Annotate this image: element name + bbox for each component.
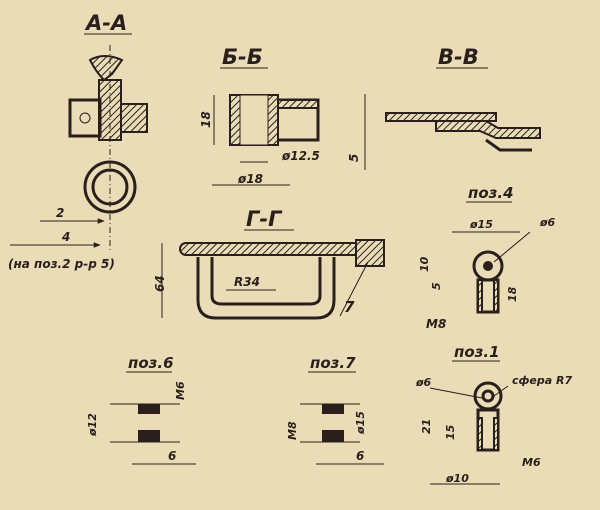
bb-bore bbox=[239, 94, 269, 146]
p1-dim-d6: ø6 bbox=[415, 376, 432, 389]
section-g-g: Г-Г 64 R34 7 bbox=[153, 207, 385, 320]
p7-cut-bottom bbox=[322, 430, 344, 442]
p7-dim-6: 6 bbox=[356, 449, 364, 463]
bolt-hole bbox=[79, 112, 91, 124]
dim-r34: R34 bbox=[234, 275, 260, 289]
p1-sphere: сфера R7 bbox=[512, 374, 572, 387]
p1-hole bbox=[481, 389, 495, 403]
vv-plate bbox=[385, 112, 497, 122]
dim-d18: ø18 bbox=[237, 172, 263, 186]
part-4: поз.4 ø15 ø6 10 5 18 М8 bbox=[418, 184, 556, 331]
p1-dim-21: 21 bbox=[420, 419, 433, 434]
p4-thread-l bbox=[477, 279, 483, 313]
section-a-a-title: А-А bbox=[84, 11, 127, 35]
gg-knob bbox=[355, 239, 385, 267]
leader-7-line bbox=[339, 261, 369, 317]
gg-handle-inner bbox=[210, 257, 322, 306]
vv-bent-strip bbox=[435, 120, 541, 139]
gg-top-bar bbox=[179, 242, 361, 256]
vv-bend-edge bbox=[485, 138, 532, 152]
aa-note: (на поз.2 р-р 5) bbox=[8, 257, 115, 271]
gg-handle-outer bbox=[196, 257, 336, 320]
dim-64: 64 bbox=[153, 275, 167, 292]
p1-d6-leader bbox=[429, 387, 483, 399]
p4-dim-m8: М8 bbox=[426, 317, 446, 331]
p6-dim-d12: ø12 bbox=[86, 413, 99, 437]
p1-sphere-leader bbox=[493, 385, 509, 397]
p7-dim-m8: М8 bbox=[286, 421, 299, 440]
bb-arm-wall bbox=[277, 99, 319, 109]
dim-4: 4 bbox=[61, 230, 70, 244]
p1-thread-l bbox=[477, 417, 483, 451]
part-7-title: поз.7 bbox=[310, 354, 356, 372]
p4-thread-r bbox=[493, 279, 499, 313]
p1-thread-r bbox=[493, 417, 499, 451]
d6-leader bbox=[493, 231, 531, 263]
leader-7: 7 bbox=[344, 298, 355, 316]
p7-cut-top bbox=[322, 404, 344, 414]
section-b-b: Б-Б 18 ø12.5 ø18 bbox=[199, 45, 320, 186]
p4-dim-10: 10 bbox=[418, 256, 431, 272]
p6-cut-bottom bbox=[138, 430, 160, 442]
section-g-g-title: Г-Г bbox=[246, 207, 283, 231]
part-7: поз.7 М8 ø15 6 bbox=[286, 354, 384, 465]
part-6-title: поз.6 bbox=[128, 354, 174, 372]
nut-right bbox=[120, 103, 148, 133]
section-v-v-title: В-В bbox=[438, 45, 479, 69]
part-1: поз.1 ø6 сфера R7 21 15 М6 ø10 bbox=[415, 343, 572, 485]
p4-dim-5: 5 bbox=[430, 282, 443, 290]
dim-5: 5 bbox=[347, 154, 361, 162]
p1-dim-15: 15 bbox=[444, 424, 457, 440]
part-4-title: поз.4 bbox=[468, 184, 514, 202]
p1-dim-d10: ø10 bbox=[445, 472, 469, 485]
p4-hole bbox=[483, 261, 493, 271]
section-a-a: А-А 2 4 (на поз.2 р-р 5) bbox=[8, 11, 148, 271]
bolt-left bbox=[68, 98, 102, 138]
knob-top bbox=[88, 55, 124, 82]
p4-dim-18: 18 bbox=[506, 286, 519, 302]
part-1-title: поз.1 bbox=[454, 343, 500, 361]
section-v-v: В-В 5 bbox=[347, 45, 541, 170]
p1-sphere bbox=[473, 381, 503, 411]
p1-dim-m6: М6 bbox=[522, 456, 541, 469]
p4-dim-d6: ø6 bbox=[539, 216, 556, 229]
p6-dim-m6: М6 bbox=[174, 381, 187, 400]
dim-18: 18 bbox=[199, 111, 213, 128]
p6-cut-top bbox=[138, 404, 160, 414]
part-6: поз.6 ø12 М6 6 bbox=[86, 354, 196, 465]
p7-dim-d15: ø15 bbox=[354, 411, 367, 435]
dim-d125: ø12.5 bbox=[281, 149, 320, 163]
dim-2: 2 bbox=[56, 206, 64, 220]
section-b-b-title: Б-Б bbox=[222, 45, 263, 69]
p6-dim-6: 6 bbox=[168, 449, 176, 463]
p4-dim-d15: ø15 bbox=[469, 218, 493, 231]
